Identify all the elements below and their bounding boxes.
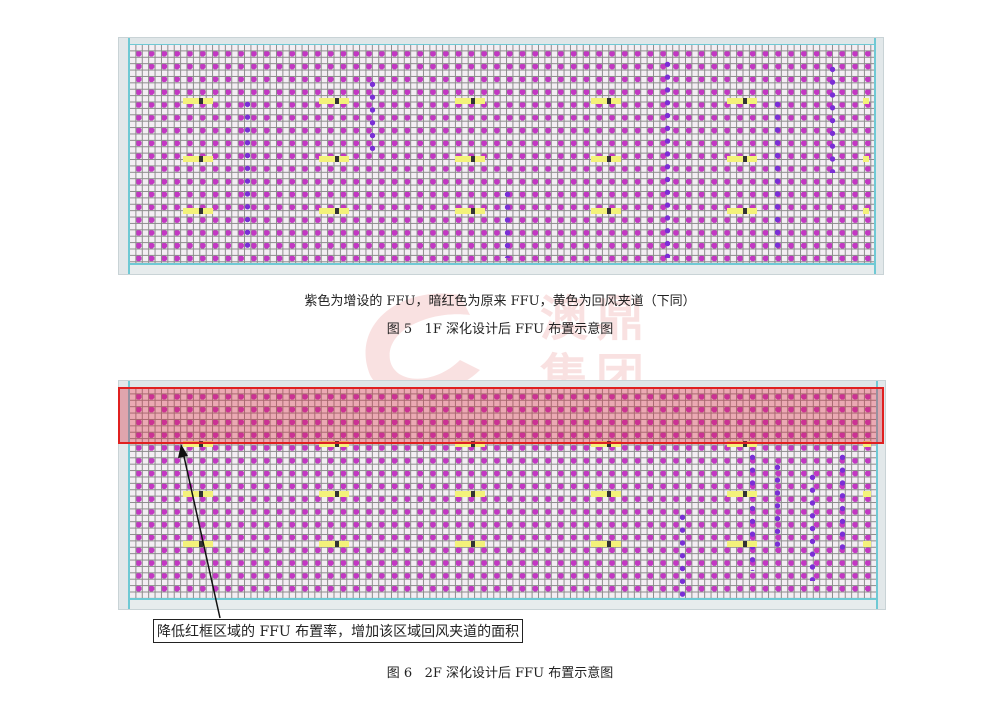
figure-6-caption: 图 6 2F 深化设计后 FFU 布置示意图 [0,662,1000,681]
figure-5-caption: 图 5 1F 深化设计后 FFU 布置示意图 [0,318,1000,337]
original-ffu-column [504,188,511,258]
reduced-ffu-region-highlight [118,387,884,444]
callout-note: 降低红框区域的 FFU 布置率，增加该区域回风夹道的面积 [153,619,524,643]
original-ffu-column [774,461,781,551]
original-ffu-column [774,98,781,248]
return-air-aisle [133,441,871,447]
wall-bottom [119,598,885,609]
wall-right [874,38,883,274]
return-air-aisle [133,98,869,104]
wall-right [876,381,885,609]
return-air-aisle [133,491,871,497]
wall-left [119,381,130,609]
ffu-grid [129,44,875,264]
figure-6-ffu-layout-2f [118,380,886,610]
figure-5-ffu-layout-1f [118,37,884,275]
original-ffu-column [839,451,846,551]
wall-top [119,38,883,45]
return-air-aisle [133,208,869,214]
wall-left [119,38,130,274]
original-ffu-column [809,471,816,581]
original-ffu-column [244,98,251,248]
figure-title: 1F 深化设计后 FFU 布置示意图 [424,322,614,337]
figure-label: 图 5 [386,322,413,337]
figure-label: 图 6 [386,666,413,681]
original-ffu-column [749,451,756,571]
return-air-aisle [133,541,871,547]
original-ffu-column [829,63,836,173]
figure-title: 2F 深化设计后 FFU 布置示意图 [424,666,614,681]
wall-bottom [119,263,883,274]
original-ffu-column [369,78,376,158]
figure-5-note: 紫色为增设的 FFU，暗红色为原来 FFU，黄色为回风夹道（下同） [304,294,696,309]
original-ffu-column [679,511,686,601]
return-air-aisle [133,156,869,162]
